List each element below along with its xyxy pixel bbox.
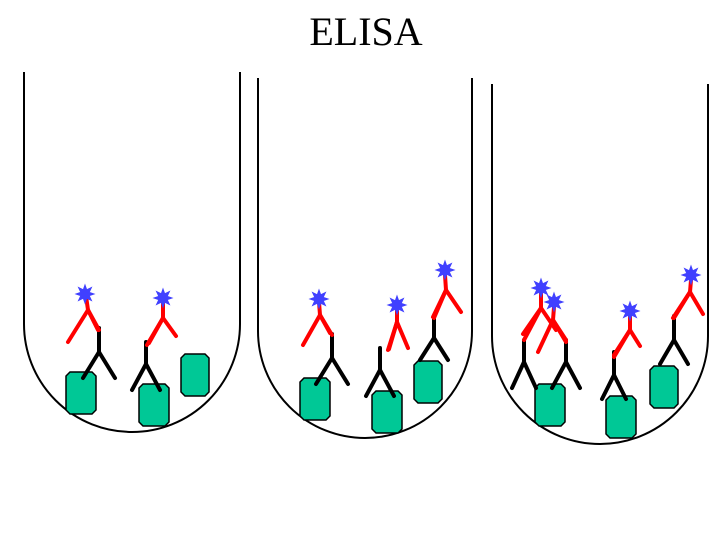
antigen bbox=[534, 383, 566, 427]
capture-antibody bbox=[314, 332, 350, 386]
capture-antibody-arm bbox=[612, 373, 628, 401]
well-3 bbox=[491, 84, 709, 445]
capture-antibody-arm bbox=[510, 360, 526, 390]
detection-antibody-arm bbox=[521, 306, 543, 336]
detection-antibody-arm bbox=[431, 288, 448, 319]
antigen bbox=[299, 377, 331, 421]
detection-antibody bbox=[145, 316, 178, 347]
enzyme-label bbox=[74, 283, 96, 305]
detection-antibody bbox=[521, 306, 558, 342]
capture-antibody-arm bbox=[364, 368, 382, 398]
well-1 bbox=[23, 72, 241, 433]
enzyme-label bbox=[152, 287, 174, 309]
detection-antibody-arm bbox=[386, 320, 399, 352]
detection-antibody-arm bbox=[161, 316, 178, 338]
detection-antibody-arm bbox=[318, 313, 332, 335]
antigen bbox=[371, 390, 403, 434]
capture-antibody-arm bbox=[522, 360, 538, 390]
detection-antibody-arm bbox=[444, 288, 463, 314]
detection-antibody-arm bbox=[628, 328, 642, 348]
enzyme-label bbox=[434, 259, 456, 281]
detection-antibody-arm bbox=[147, 316, 165, 345]
capture-antibody-arm bbox=[144, 362, 162, 392]
enzyme-label bbox=[308, 288, 330, 310]
detection-antibody-arm bbox=[66, 308, 90, 344]
diagram-title: ELISA bbox=[309, 9, 423, 54]
capture-antibody bbox=[658, 314, 690, 366]
capture-antibody bbox=[130, 340, 162, 392]
capture-antibody-arm bbox=[81, 350, 101, 380]
capture-antibody-arm bbox=[97, 350, 117, 380]
antigen bbox=[413, 360, 443, 404]
detection-antibody-arm bbox=[551, 318, 568, 342]
antigen bbox=[649, 365, 679, 409]
detection-antibody bbox=[671, 290, 705, 320]
enzyme-label bbox=[619, 300, 641, 322]
capture-antibody-arm bbox=[600, 373, 616, 401]
antigen bbox=[65, 371, 97, 415]
enzyme-label bbox=[543, 291, 565, 313]
capture-antibody bbox=[418, 314, 450, 362]
capture-antibody-arm bbox=[658, 338, 676, 366]
capture-antibody-arm bbox=[378, 368, 396, 398]
detection-antibody bbox=[612, 328, 642, 359]
well-2 bbox=[257, 78, 473, 439]
capture-antibody-arm bbox=[564, 360, 582, 390]
capture-antibody bbox=[550, 338, 582, 390]
enzyme-label bbox=[386, 294, 408, 316]
detection-antibody-arm bbox=[536, 318, 555, 354]
capture-antibody-arm bbox=[314, 356, 334, 386]
capture-antibody bbox=[364, 346, 396, 398]
enzyme-label bbox=[530, 277, 552, 299]
capture-antibody-arm bbox=[672, 338, 690, 366]
detection-antibody-arm bbox=[539, 306, 558, 332]
capture-antibody-arm bbox=[330, 356, 350, 386]
detection-antibody-arm bbox=[688, 290, 705, 316]
capture-antibody-arm bbox=[432, 336, 450, 362]
capture-antibody bbox=[510, 338, 538, 390]
antigen bbox=[605, 395, 637, 439]
detection-antibody-arm bbox=[671, 290, 692, 320]
detection-antibody-arm bbox=[395, 320, 410, 350]
capture-antibody bbox=[81, 326, 117, 380]
capture-antibody-arm bbox=[130, 362, 148, 392]
detection-antibody-arm bbox=[612, 328, 632, 359]
detection-antibody-arm bbox=[86, 308, 101, 332]
detection-antibody bbox=[431, 288, 463, 320]
capture-antibody-arm bbox=[550, 360, 568, 390]
detection-antibody bbox=[536, 318, 568, 354]
detection-antibody bbox=[66, 308, 101, 344]
detection-antibody bbox=[386, 320, 410, 352]
capture-antibody-arm bbox=[418, 336, 436, 362]
detection-antibody bbox=[301, 313, 334, 347]
antigen bbox=[180, 353, 210, 397]
capture-antibody bbox=[600, 350, 628, 401]
detection-antibody-arm bbox=[301, 313, 322, 347]
enzyme-label bbox=[680, 264, 702, 286]
antigen bbox=[138, 383, 170, 427]
